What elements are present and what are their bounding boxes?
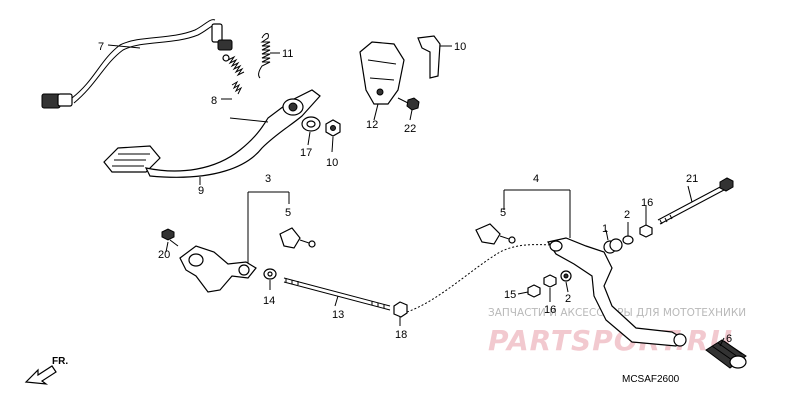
part-11-return-spring[interactable]	[258, 33, 271, 79]
part-1-collar[interactable]	[603, 238, 623, 254]
part-9-brake-pedal[interactable]	[103, 89, 321, 178]
part-13-rod[interactable]	[283, 277, 391, 311]
leader-21	[687, 185, 693, 203]
leader-12	[373, 103, 379, 121]
callout-17: 17	[300, 147, 312, 159]
callout-16b: 16	[544, 304, 556, 316]
part-8-spring[interactable]	[222, 54, 245, 95]
callout-14: 14	[263, 295, 275, 307]
callout-5a: 5	[285, 207, 291, 219]
callouts: 7 8 11 9 17 10 12 10 22 3 5 20 14 13 18 …	[98, 41, 732, 345]
part-14-washer[interactable]	[263, 268, 277, 280]
callout-10a: 10	[454, 41, 466, 53]
callout-13: 13	[332, 309, 344, 321]
callout-5b: 5	[500, 207, 506, 219]
callout-20: 20	[158, 249, 170, 261]
watermark: ЗАПЧАСТИ И АКСЕССУАРЫ ДЛЯ МОТОТЕХНИКИ PA…	[488, 307, 746, 357]
callout-7: 7	[98, 41, 104, 53]
leader-1	[605, 229, 609, 241]
leader-2b	[565, 281, 569, 293]
leader-20	[165, 241, 169, 253]
diagram-code: MCSAF2600	[622, 374, 680, 385]
part-10-plate[interactable]	[417, 35, 441, 79]
watermark-logo: PARTSPORT.RU	[488, 324, 733, 357]
part-20-bolt[interactable]	[161, 228, 179, 247]
leader-13	[334, 295, 339, 307]
part-16-nut-upper[interactable]	[639, 224, 653, 238]
group-3-bracket	[247, 191, 290, 264]
part-3-brake-arm[interactable]	[179, 245, 257, 293]
callout-2b: 2	[565, 293, 571, 305]
part-2-washer-lower[interactable]	[560, 270, 572, 282]
callout-22: 22	[404, 123, 416, 135]
callout-15: 15	[504, 289, 516, 301]
leader-15	[517, 291, 529, 295]
callout-3: 3	[265, 173, 271, 185]
front-label: FR.	[52, 356, 68, 367]
part-22-bolt[interactable]	[397, 97, 420, 111]
callout-21: 21	[686, 173, 698, 185]
leader-17	[307, 131, 311, 146]
callout-18: 18	[395, 329, 407, 341]
part-17-washer[interactable]	[301, 116, 321, 132]
callout-8: 8	[211, 95, 217, 107]
callout-6: 6	[726, 333, 732, 345]
callout-9: 9	[198, 185, 204, 197]
callout-10b: 10	[326, 157, 338, 169]
part-7-switch-cable[interactable]	[41, 19, 233, 109]
callout-12: 12	[366, 119, 378, 131]
part-4-shift-lever[interactable]	[547, 237, 687, 347]
leader-22	[409, 109, 413, 121]
part-6-peg-rubber[interactable]	[705, 339, 747, 369]
leader-6	[719, 337, 725, 347]
leader-10b	[331, 136, 334, 153]
part-21-bolt[interactable]	[657, 177, 734, 225]
callout-1: 1	[602, 223, 608, 235]
leader-7	[107, 44, 141, 49]
front-arrow-icon	[24, 365, 57, 385]
front-direction-indicator: FR.	[24, 356, 68, 385]
callout-11: 11	[282, 48, 293, 60]
callout-4: 4	[533, 173, 539, 185]
part-5-joint-left[interactable]	[279, 227, 316, 249]
callout-16a: 16	[641, 197, 653, 209]
part-15-nut[interactable]	[527, 284, 541, 298]
part-16-nut-lower[interactable]	[543, 274, 557, 288]
part-12-bracket[interactable]	[359, 41, 405, 105]
group-4-bracket	[503, 189, 571, 238]
part-5-joint-right[interactable]	[475, 223, 516, 245]
part-2-washer-upper[interactable]	[622, 235, 634, 245]
callout-2a: 2	[624, 209, 630, 221]
part-18-nut[interactable]	[393, 301, 408, 318]
routing-line	[406, 244, 556, 313]
part-10-nut-lower[interactable]	[325, 119, 341, 137]
